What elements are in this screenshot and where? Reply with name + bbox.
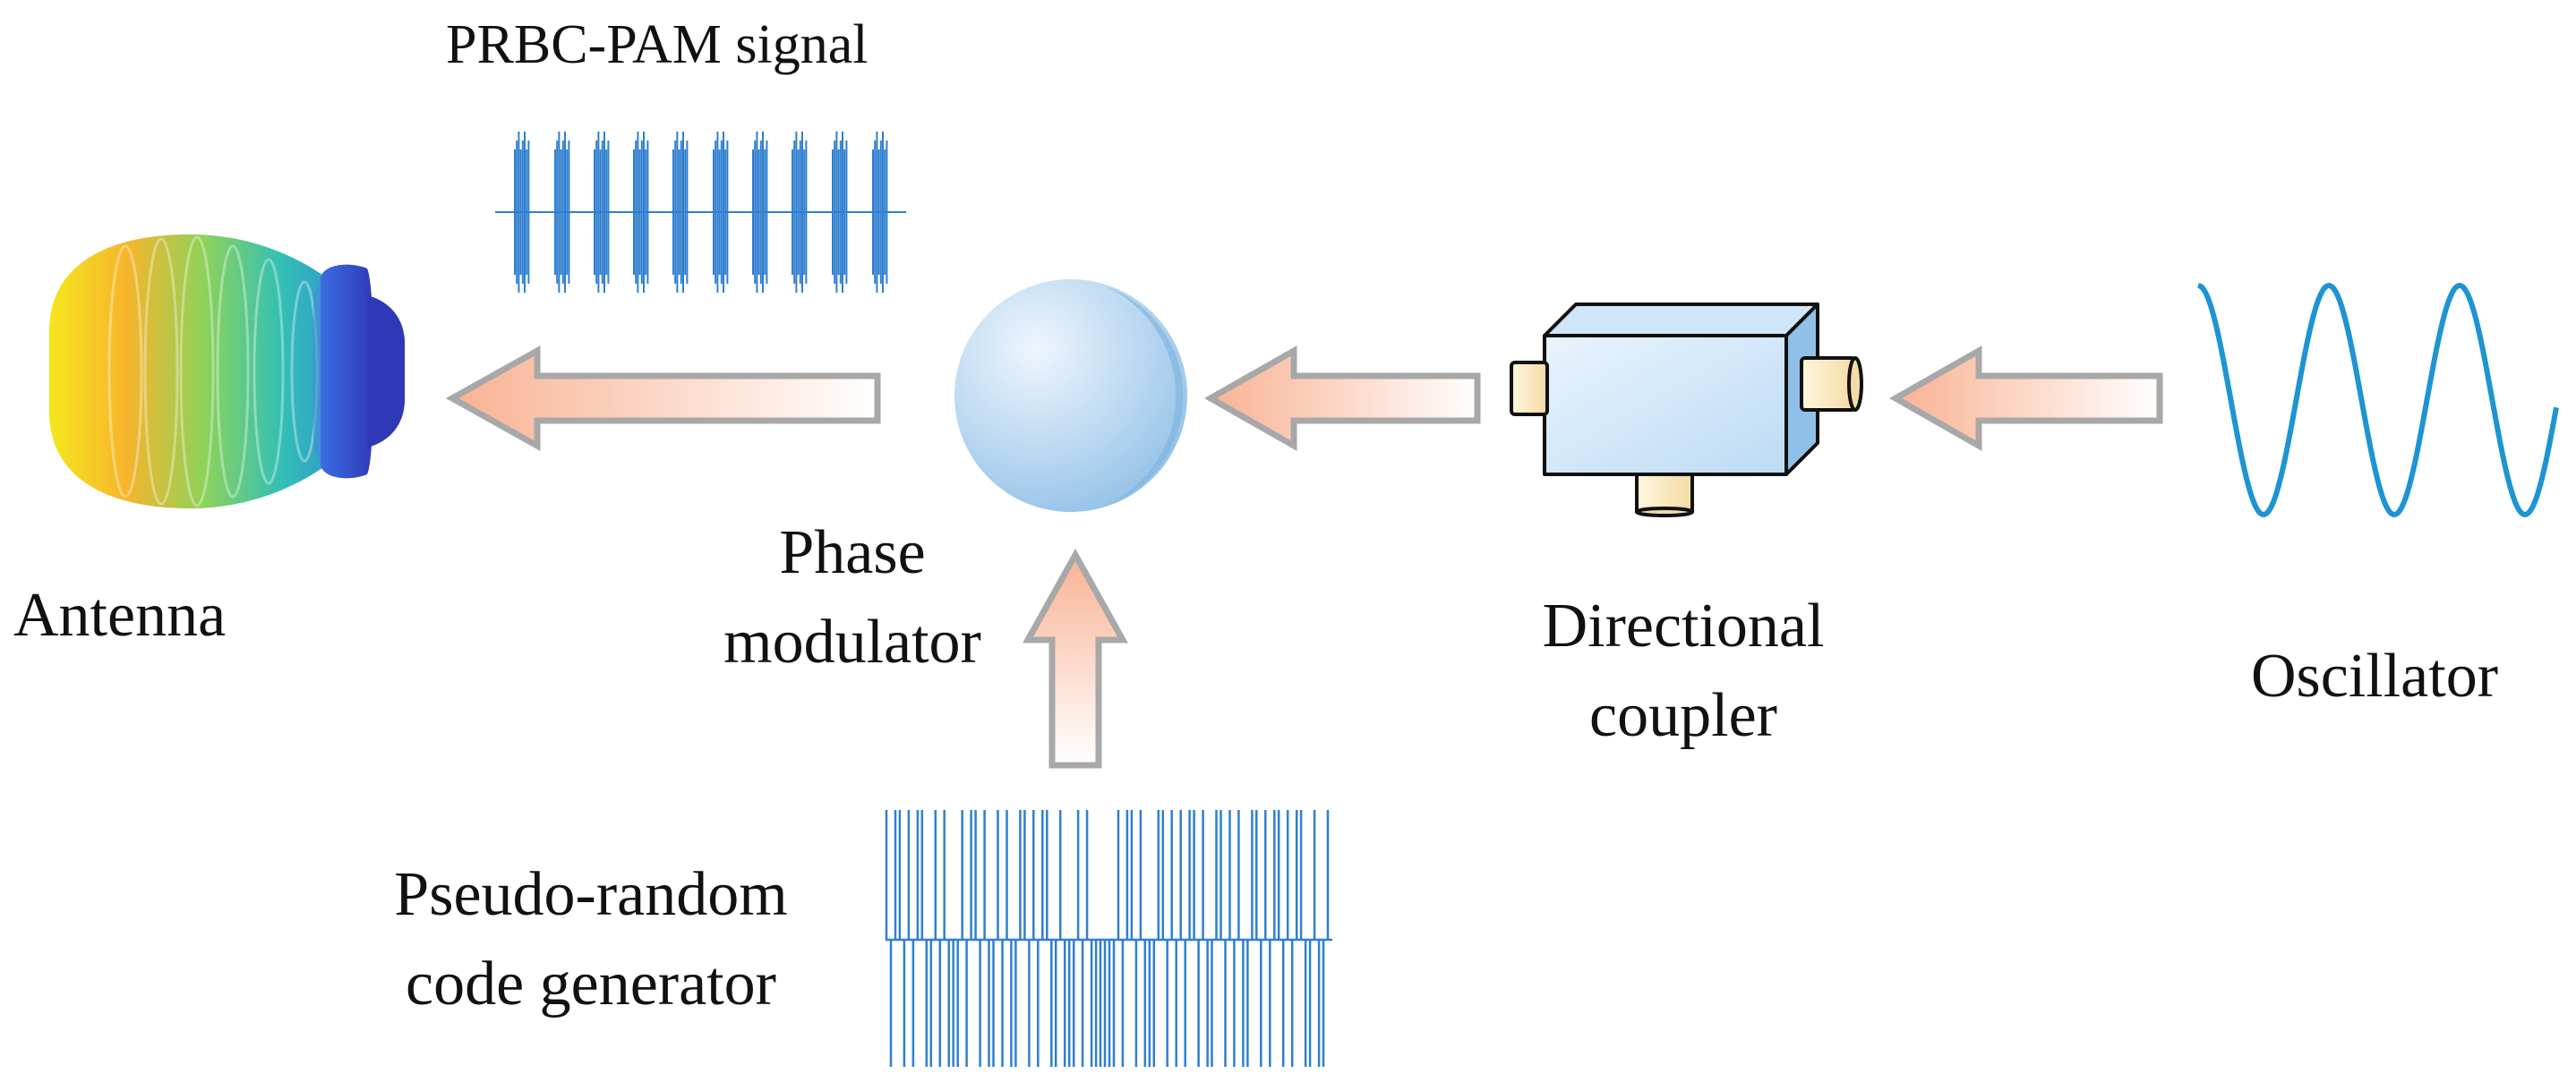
signal-title: PRBC-PAM signal [446,14,868,75]
phase-modulator-label-line2: modulator [723,608,981,677]
arrow-to-phase-modulator [1203,345,1481,452]
phase-modulator-sphere [954,279,1187,512]
prn-generator-label-line2: code generator [406,950,776,1019]
arrow-to-coupler [1888,345,2163,452]
prn-generator-label-line1: Pseudo-random [394,860,787,929]
coupler-label-line1: Directional [1543,592,1825,661]
arrow-to-antenna [445,345,881,451]
oscillator-label: Oscillator [2251,642,2498,711]
phase-modulator-label-line1: Phase [779,518,925,587]
antenna-label: Antenna [13,581,226,650]
directional-coupler-block [1510,303,1863,517]
pseudo-random-code-waveform [885,810,1332,1067]
arrow-to-phase-modulator-from-prn [1023,548,1128,769]
oscillator-sine-wave [2197,282,2559,517]
antenna-pattern [49,234,405,509]
prbc-pam-signal [495,132,906,293]
coupler-label-line2: coupler [1589,681,1777,750]
